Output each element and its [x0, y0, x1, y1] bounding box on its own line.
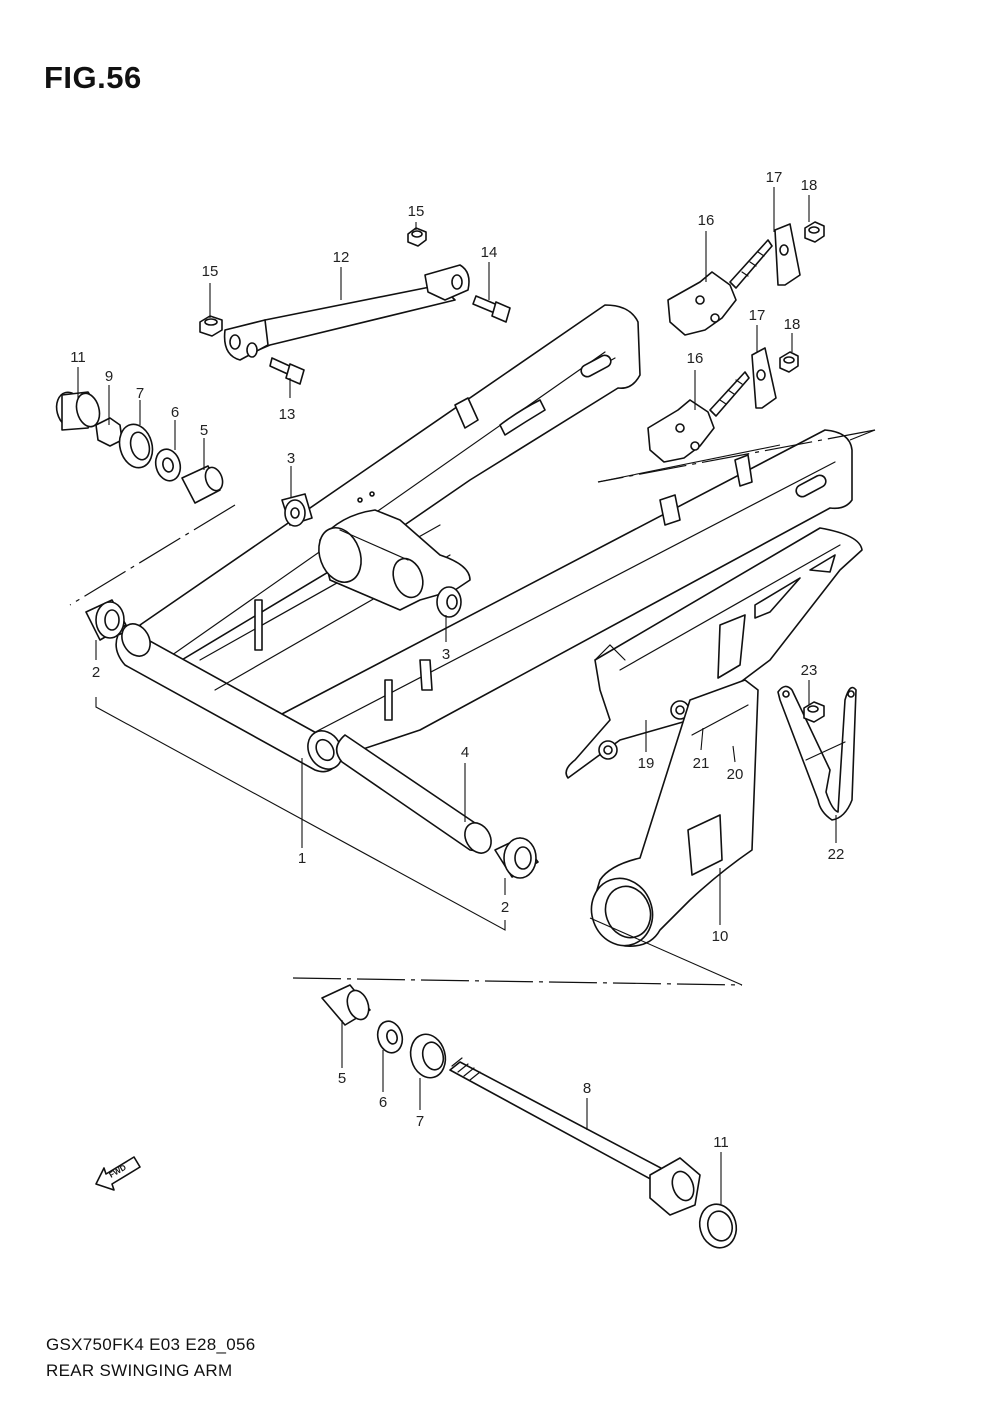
figure-title: FIG.56 [44, 60, 142, 95]
callout-3: 3 [442, 646, 450, 663]
callout-3: 3 [287, 450, 295, 467]
callout-22: 22 [828, 846, 845, 863]
bushing-stack-upper [55, 391, 224, 504]
swinging-arm [115, 304, 853, 773]
pivot-bracket-line [95, 697, 506, 931]
callout-7: 7 [136, 385, 144, 402]
callout-8: 8 [583, 1080, 591, 1097]
callout-4: 4 [461, 744, 469, 761]
assembly-line-upper-right [597, 429, 876, 483]
assembly-line-upper-left [69, 504, 236, 606]
bolt-13 [269, 357, 305, 385]
bolt-14 [472, 295, 511, 323]
callout-18: 18 [784, 316, 801, 333]
callout-23: 23 [801, 662, 818, 679]
chain-buffer [590, 679, 759, 947]
bearing-2-left [85, 599, 127, 641]
callout-21: 21 [693, 755, 710, 772]
chain-adjuster-upper [667, 221, 825, 336]
pivot-collar-4 [335, 734, 492, 854]
callout-9: 9 [105, 368, 113, 385]
callout-13: 13 [279, 406, 296, 423]
figure-code: GSX750FK4 E03 E28_056 [46, 1335, 256, 1354]
callout-16: 16 [698, 212, 715, 229]
bushing-stack-lower [321, 984, 447, 1079]
chain-case [565, 527, 863, 779]
callout-11: 11 [713, 1134, 729, 1151]
callout-6: 6 [171, 404, 179, 421]
callout-5: 5 [338, 1070, 346, 1087]
callout-6: 6 [379, 1094, 387, 1111]
callout-19: 19 [638, 755, 655, 772]
collar-11-lower [698, 1203, 738, 1249]
bolt-23 [803, 701, 825, 723]
torque-link [223, 264, 470, 361]
callout-18: 18 [801, 177, 818, 194]
callout-20: 20 [727, 766, 744, 783]
callout-7: 7 [416, 1113, 424, 1130]
figure-name: REAR SWINGING ARM [46, 1361, 233, 1380]
nut-15-left [199, 315, 223, 337]
fwd-arrow-icon: FWD [95, 1156, 141, 1191]
callout-1: 1 [298, 850, 306, 867]
pivot-axle-8 [449, 1057, 701, 1216]
chain-adjuster-lower [647, 347, 799, 463]
callout-15: 15 [202, 263, 219, 280]
callout-17: 17 [766, 169, 783, 186]
callout-16: 16 [687, 350, 704, 367]
assembly-line-mid [292, 977, 743, 986]
callout-5: 5 [200, 422, 208, 439]
callout-11: 11 [70, 349, 86, 366]
bushing-3-lower [436, 586, 462, 618]
callout-2: 2 [92, 664, 100, 681]
bracket-22 [777, 685, 857, 821]
bushing-3-upper [281, 493, 313, 527]
callout-14: 14 [481, 244, 498, 261]
nut-15-right [407, 227, 427, 247]
bearing-2-right [494, 837, 539, 879]
callout-10: 10 [712, 928, 729, 945]
callout-2: 2 [501, 899, 509, 916]
callout-17: 17 [749, 307, 766, 324]
callout-15: 15 [408, 203, 425, 220]
callout-12: 12 [333, 249, 350, 266]
